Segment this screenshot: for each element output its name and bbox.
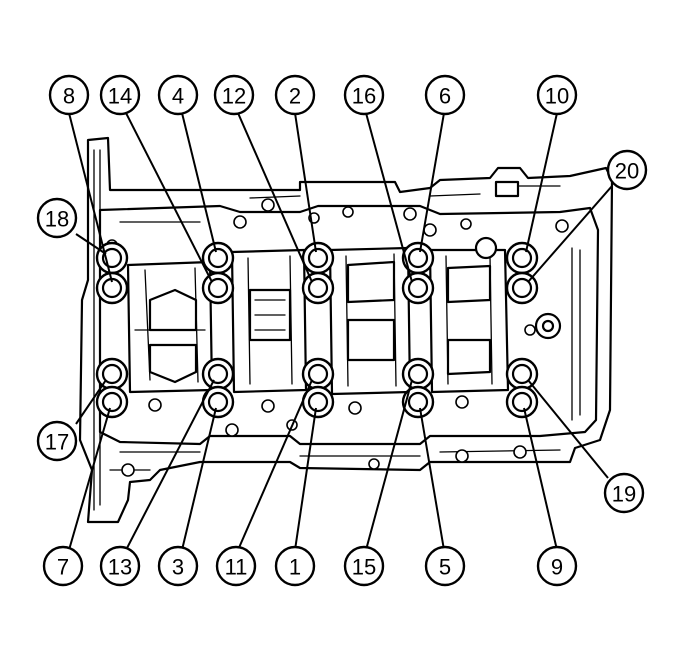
- callout-15-label: 15: [352, 555, 376, 580]
- leader-11: [237, 379, 313, 551]
- leader-9: [523, 407, 558, 551]
- callout-6: 6: [424, 74, 466, 116]
- bolt-11: [301, 357, 335, 391]
- callout-20-label: 20: [615, 159, 639, 184]
- bolt-2: [301, 241, 335, 275]
- callout-17: 17: [36, 420, 78, 462]
- bolt-9: [505, 385, 539, 419]
- callout-7: 7: [42, 545, 84, 587]
- callout-19-label: 19: [612, 482, 636, 507]
- leader-2: [294, 112, 317, 253]
- leader-19: [527, 379, 609, 479]
- callout-12: 12: [213, 74, 255, 116]
- leader-14: [125, 112, 213, 283]
- callout-2: 2: [274, 74, 316, 116]
- callout-15: 15: [343, 545, 385, 587]
- callout-16-label: 16: [352, 84, 376, 109]
- leader-6: [419, 112, 445, 253]
- callout-11-label: 11: [225, 555, 248, 580]
- callout-3-label: 3: [172, 555, 184, 580]
- callout-19: 19: [603, 472, 645, 514]
- callout-14: 14: [99, 74, 141, 116]
- main-bearing-bays: [126, 236, 510, 396]
- callout-10-label: 10: [545, 84, 569, 109]
- leader-4: [181, 112, 217, 253]
- bolt-15: [401, 357, 435, 391]
- callout-4: 4: [157, 74, 199, 116]
- callout-8-label: 8: [63, 84, 75, 109]
- leader-17: [75, 379, 107, 425]
- callout-5: 5: [424, 545, 466, 587]
- bay-2: [230, 248, 308, 394]
- callout-14-label: 14: [108, 84, 132, 109]
- bolt-3: [201, 385, 235, 419]
- callout-12-label: 12: [222, 84, 246, 109]
- leader-20: [527, 185, 613, 283]
- bolt-14: [201, 271, 235, 305]
- leader-5: [419, 407, 445, 551]
- callout-8: 8: [48, 74, 90, 116]
- callout-2-label: 2: [289, 84, 301, 109]
- leader-1: [294, 407, 317, 551]
- callout-1: 1: [274, 545, 316, 587]
- bottom-detail: [109, 449, 561, 471]
- callouts: 8 14 4 12 2 16 6 10: [36, 74, 648, 587]
- bolt-7: [95, 385, 129, 419]
- callout-5-label: 5: [439, 555, 451, 580]
- callout-6-label: 6: [439, 84, 451, 109]
- leader-12: [237, 112, 313, 283]
- callout-3: 3: [157, 545, 199, 587]
- bolt-8: [95, 271, 129, 305]
- leader-7: [68, 407, 111, 551]
- bolt-4: [201, 241, 235, 275]
- bolt-13: [201, 357, 235, 391]
- bolt-1: [301, 385, 335, 419]
- bolt-16: [401, 271, 435, 305]
- top-boss: [494, 180, 520, 198]
- leader-15: [365, 379, 413, 551]
- callout-4-label: 4: [172, 84, 184, 109]
- bolt-5: [401, 385, 435, 419]
- callout-13: 13: [99, 545, 141, 587]
- callout-9: 9: [536, 545, 578, 587]
- leader-18: [75, 233, 107, 255]
- leader-10: [525, 112, 558, 253]
- callout-10: 10: [536, 74, 578, 116]
- callout-9-label: 9: [551, 555, 563, 580]
- bolt-18: [95, 241, 129, 275]
- leader-lines: [68, 112, 613, 551]
- bolt-10: [505, 241, 539, 275]
- block-outline: [78, 136, 614, 524]
- callout-17-label: 17: [45, 430, 69, 455]
- callout-18-label: 18: [45, 207, 69, 232]
- leader-13: [125, 379, 215, 551]
- right-rail: [571, 247, 581, 421]
- top-detail: [119, 185, 561, 223]
- bolt-17: [95, 357, 129, 391]
- callout-18: 18: [36, 197, 78, 239]
- callout-1-label: 1: [289, 555, 301, 580]
- bolt-12: [301, 271, 335, 305]
- callout-13-label: 13: [108, 555, 132, 580]
- callout-7-label: 7: [57, 555, 69, 580]
- casting-holes: [106, 198, 569, 477]
- leader-16: [365, 112, 413, 283]
- leader-3: [181, 407, 217, 551]
- right-boss-inner: [541, 319, 555, 333]
- callout-11: 11: [215, 545, 257, 587]
- callout-20: 20: [606, 149, 648, 191]
- callout-16: 16: [343, 74, 385, 116]
